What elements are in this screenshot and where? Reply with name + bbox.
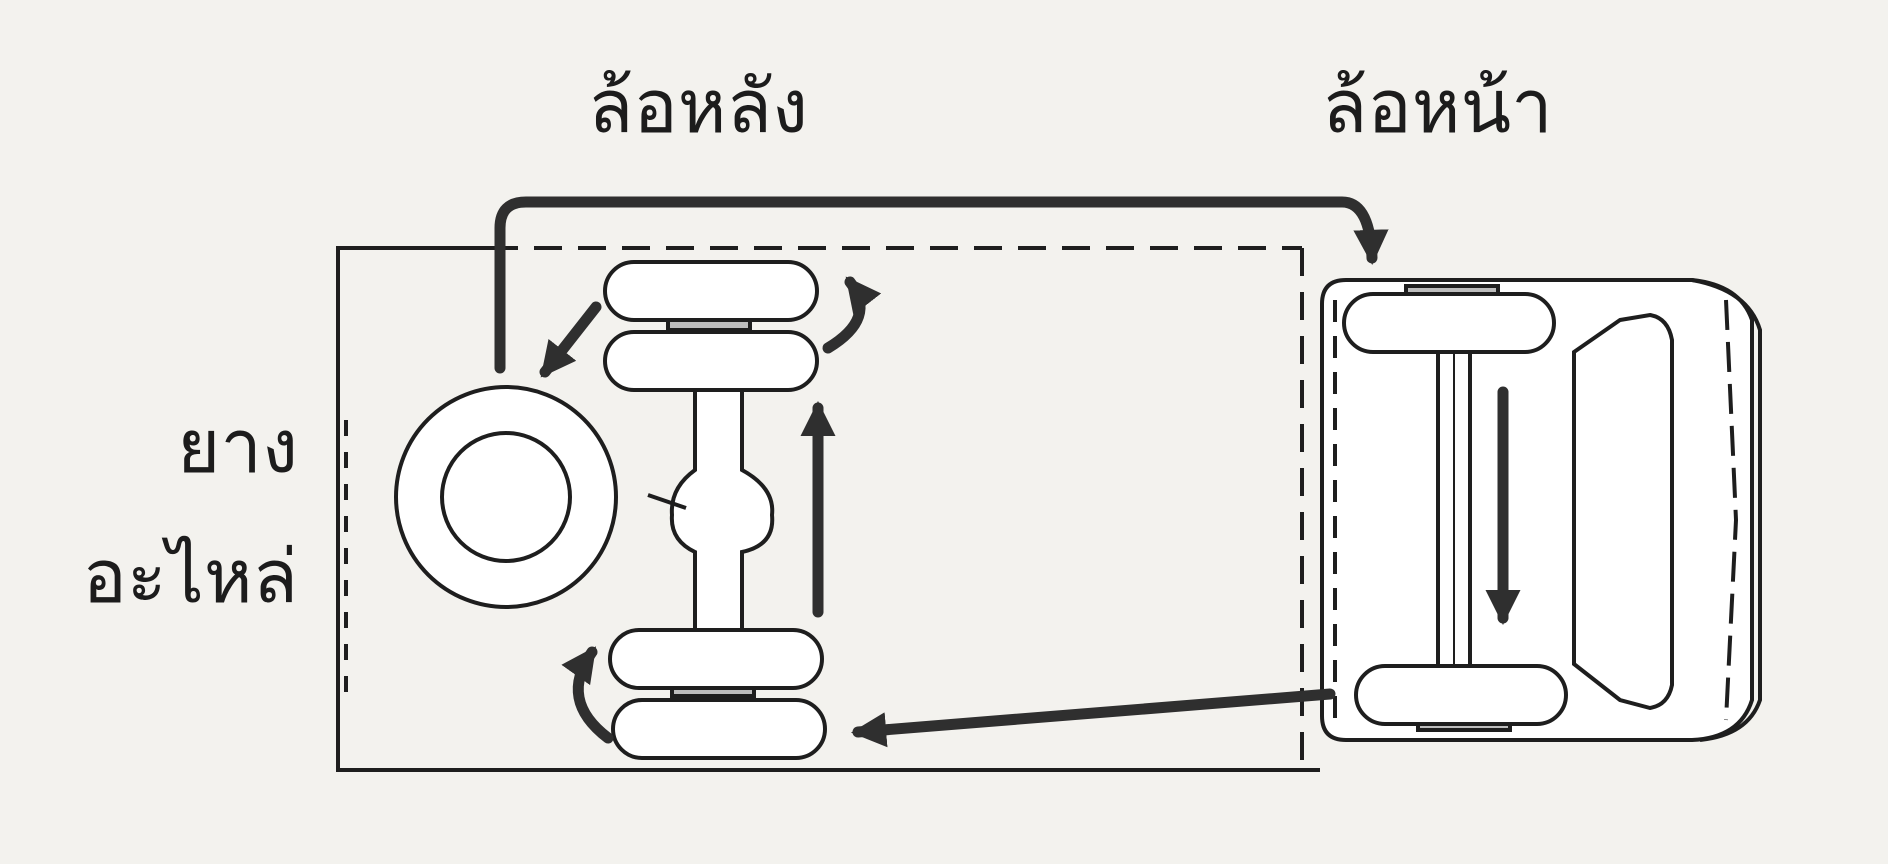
spare-tire-label-line1: ยาง <box>176 404 298 490</box>
arrow-rear-upper-swap <box>822 276 882 354</box>
rear-wheels-label: ล้อหลัง <box>588 64 809 150</box>
front-wheels <box>1342 284 1568 732</box>
rotation-arrows <box>494 196 1521 748</box>
front-cab-outline <box>1320 278 1762 742</box>
vehicle-body-outline <box>336 246 1320 772</box>
arrow-rear-inner-to-spare <box>539 301 602 378</box>
front-axle <box>1436 338 1472 682</box>
rear-upper-dual-wheels <box>603 260 819 392</box>
arrow-spare-to-front <box>494 196 1389 374</box>
spare-tire-label-line2: อะไหล่ <box>82 534 298 620</box>
arrow-rear-lower-swap <box>561 646 614 744</box>
front-wheels-label: ล้อหน้า <box>1322 64 1553 150</box>
spare-tire <box>394 385 618 609</box>
rear-lower-dual-wheels <box>608 628 827 760</box>
rear-axle <box>647 388 775 632</box>
arrow-front-to-rear-lower <box>850 688 1336 748</box>
